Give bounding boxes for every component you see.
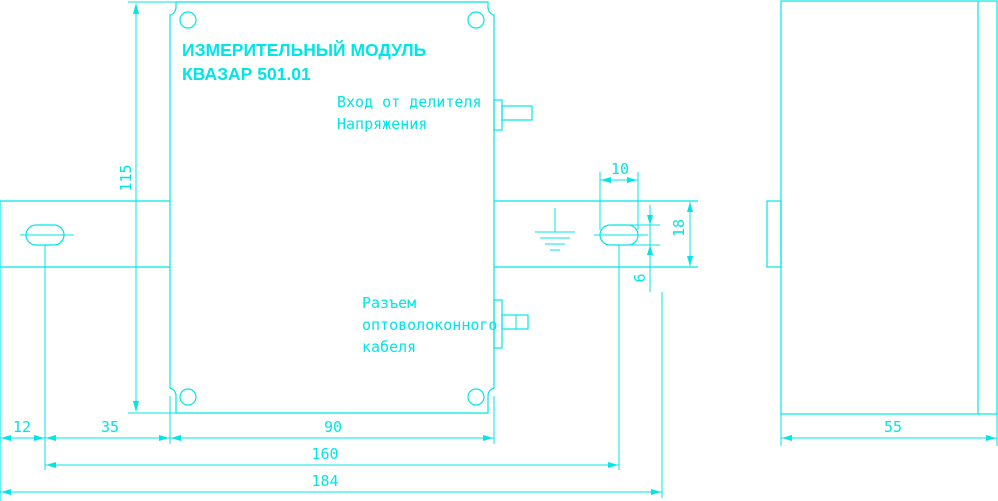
dim-slot-span-label: 160 (311, 445, 338, 463)
connector-label-line2: оптоволоконного (362, 316, 497, 334)
module-body (169, 1, 495, 414)
fiber-connector (493, 299, 529, 349)
dim-depth-label: 55 (884, 418, 902, 436)
dim-height-body: 115 (117, 1, 176, 414)
side-view: 55 (766, 0, 998, 446)
dim-flange-height-label: 18 (670, 219, 688, 237)
input-connector (493, 99, 533, 131)
dim-slot-height: 6 (619, 205, 660, 292)
mounting-flange (0, 200, 698, 501)
hole-bottom-left (179, 388, 197, 406)
hole-top-right (467, 11, 485, 29)
dim-extension-lines (44, 245, 663, 498)
dim-total-width: 184 (0, 472, 662, 495)
ground-icon (535, 208, 575, 251)
flange-slots (20, 224, 648, 246)
input-label-line2: Напряжения (337, 115, 427, 133)
connector-label-line3: кабеля (362, 338, 416, 356)
hole-top-left (179, 11, 197, 29)
dim-slot-span: 160 (45, 445, 619, 468)
dim-total-width-label: 184 (311, 472, 338, 490)
dim-slot-height-label: 6 (631, 273, 649, 282)
connector-label-line1: Разъем (362, 294, 416, 312)
dim-row-1: 12 35 90 (0, 418, 494, 441)
dim-flange-to-body-label: 35 (101, 418, 119, 436)
mounting-holes (179, 11, 485, 406)
title-line2: КВАЗАР 501.01 (182, 64, 311, 84)
hole-bottom-right (467, 388, 485, 406)
dim-slot-width-label: 10 (611, 160, 629, 178)
dim-body-width-label: 90 (324, 418, 342, 436)
dim-flange-height: 18 (670, 202, 693, 266)
dim-slot-width: 10 (599, 160, 639, 230)
title-line1: ИЗМЕРИТЕЛЬНЫЙ МОДУЛЬ (182, 39, 426, 60)
input-label-line1: Вход от делителя (337, 93, 482, 111)
dim-height-body-label: 115 (117, 164, 135, 191)
dim-flange-left-label: 12 (13, 418, 31, 436)
